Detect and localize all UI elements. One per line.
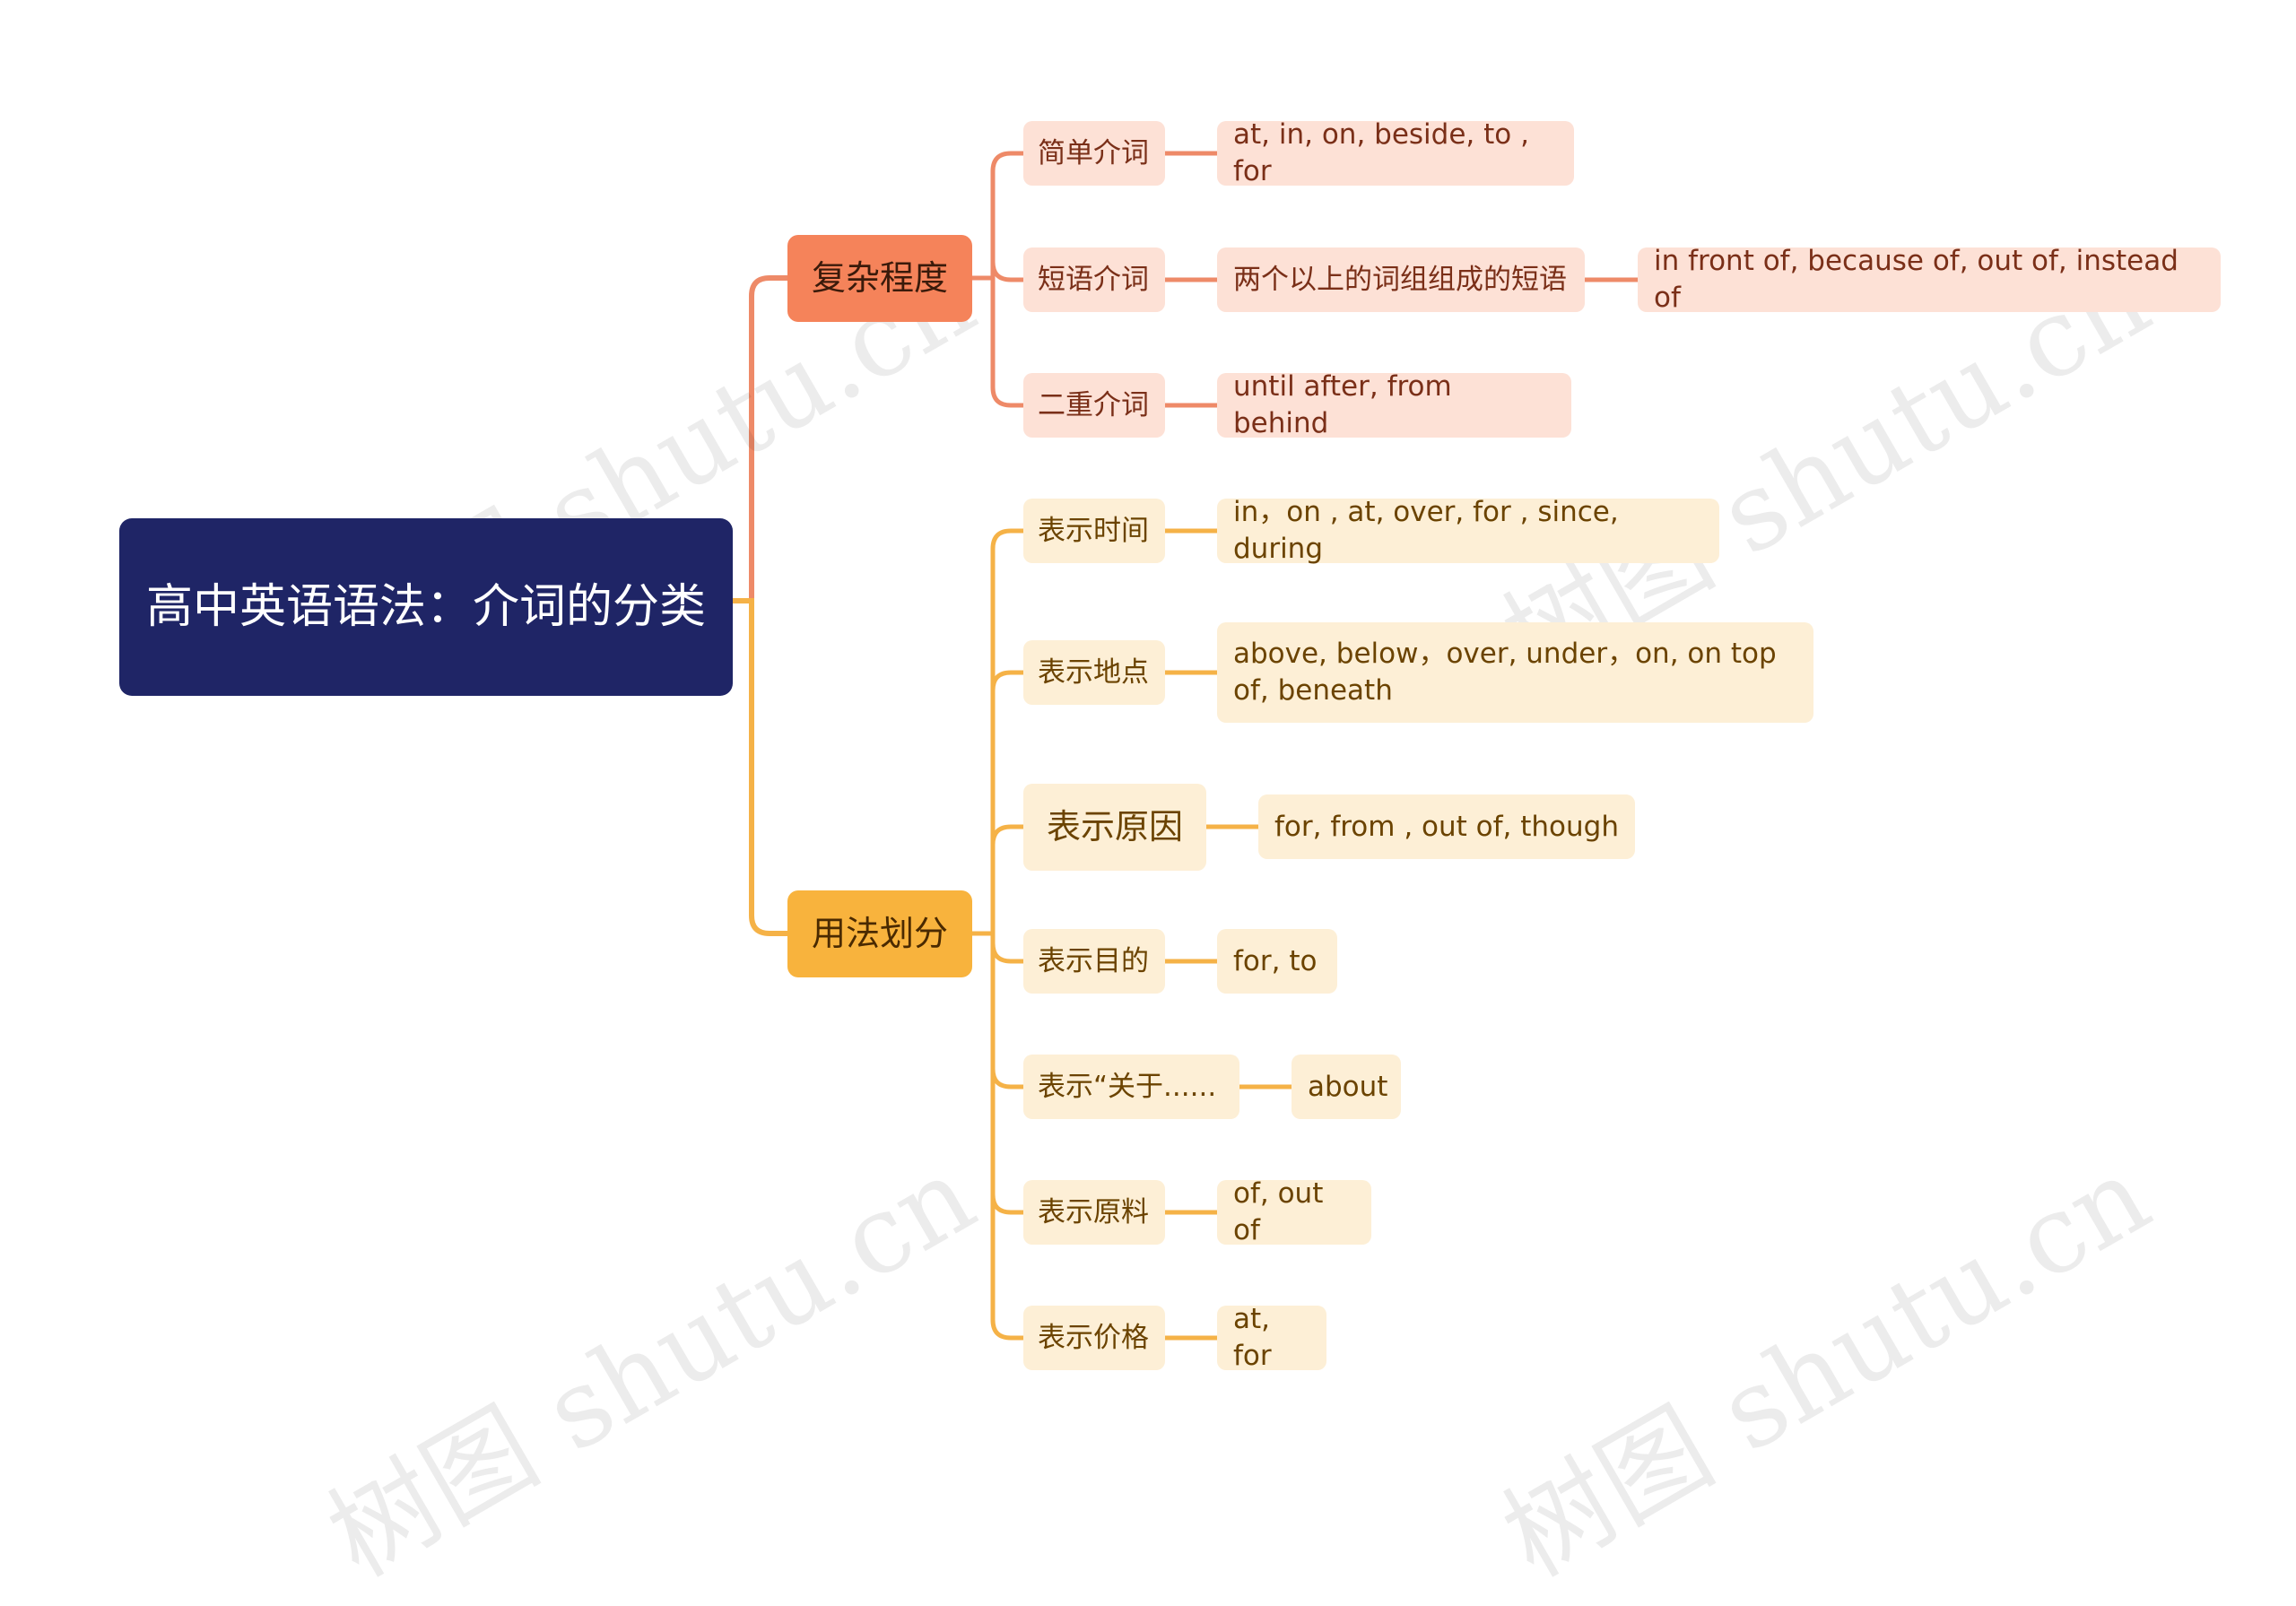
leaf-text: at, for [1233, 1303, 1272, 1372]
leaf-text: at, in, on, beside, to , for [1233, 118, 1529, 187]
topic-label: 表示时间 [1038, 514, 1149, 547]
topic-phrasal-preposition[interactable]: 短语介词 [1023, 247, 1165, 312]
leaf-text: of, out of [1233, 1177, 1324, 1246]
topic-label: 表示目的 [1038, 944, 1149, 977]
leaf-text: until after, from behind [1233, 370, 1452, 439]
leaf-phrasal-definition[interactable]: 两个以上的词组组成的短语 [1217, 247, 1585, 312]
link-complexity-topic [990, 151, 1026, 281]
leaf-material-examples[interactable]: of, out of [1217, 1177, 1371, 1246]
leaf-price-examples[interactable]: at, for [1217, 1303, 1326, 1372]
link-root-usage [730, 598, 790, 936]
topic-simple-preposition[interactable]: 简单介词 [1023, 121, 1165, 186]
topic-time[interactable]: 表示时间 [1023, 499, 1165, 563]
leaf-text: above, below，over, under，on, on top of, … [1233, 638, 1777, 707]
topic-double-preposition[interactable]: 二重介词 [1023, 373, 1165, 438]
link-usage-topic [990, 670, 1026, 936]
leaf-purpose-examples[interactable]: for, to [1217, 929, 1337, 994]
leaf-text: in，on , at, over, for , since, during [1233, 496, 1619, 565]
root-title: 高中英语语法：介词的分类 [146, 579, 707, 634]
topic-material[interactable]: 表示原料 [1023, 1180, 1165, 1245]
leaf-double-examples[interactable]: until after, from behind [1217, 370, 1571, 439]
topic-label: 短语介词 [1038, 263, 1149, 296]
topic-label: 表示“关于...... [1038, 1070, 1217, 1103]
topic-label: 表示价格 [1038, 1321, 1149, 1354]
leaf-text: for, to [1233, 944, 1318, 977]
leaf-place-examples[interactable]: above, below，over, under，on, on top of, … [1217, 622, 1813, 723]
leaf-simple-examples[interactable]: at, in, on, beside, to , for [1217, 118, 1574, 187]
leaf-text: in front of, because of, out of, instead… [1654, 245, 2179, 314]
branch-usage[interactable]: 用法划分 [787, 890, 972, 977]
root-topic[interactable]: 高中英语语法：介词的分类 [119, 518, 733, 696]
leaf-text: for, from , out of, though [1274, 810, 1619, 843]
mindmap-canvas: 树图 shutu.cn 树图 shutu.cn 树图 shutu.cn 树图 s… [119, 118, 2221, 1601]
link-complexity-topic [990, 275, 1026, 408]
leaf-text: about [1308, 1070, 1388, 1103]
link-root-complexity [730, 275, 790, 603]
link-complexity-topic [990, 261, 1026, 282]
topic-reason[interactable]: 表示原因 [1023, 784, 1206, 871]
topic-label: 表示原因 [1046, 807, 1183, 847]
branch-label: 用法划分 [811, 914, 948, 954]
leaf-reason-examples[interactable]: for, from , out of, though [1258, 794, 1635, 859]
connector-lines [730, 151, 1640, 1341]
topic-label: 表示原料 [1038, 1195, 1149, 1228]
branch-complexity[interactable]: 复杂程度 [787, 235, 972, 322]
topic-price[interactable]: 表示价格 [1023, 1306, 1165, 1370]
branch-label: 复杂程度 [811, 258, 948, 299]
link-usage-topic [990, 931, 1026, 964]
topic-label: 简单介词 [1038, 136, 1149, 169]
link-usage-topic [990, 528, 1026, 936]
link-usage-topic [990, 931, 1026, 1215]
topic-label: 表示地点 [1038, 655, 1149, 689]
topic-purpose[interactable]: 表示目的 [1023, 929, 1165, 994]
topic-label: 二重介词 [1038, 388, 1149, 421]
topic-about[interactable]: 表示“关于...... [1023, 1055, 1239, 1119]
link-usage-topic [990, 824, 1026, 936]
leaf-phrasal-examples[interactable]: in front of, because of, out of, instead… [1638, 245, 2221, 314]
leaf-about-examples[interactable]: about [1292, 1055, 1401, 1119]
leaf-time-examples[interactable]: in，on , at, over, for , since, during [1217, 496, 1719, 565]
topic-place[interactable]: 表示地点 [1023, 640, 1165, 705]
link-usage-topic [990, 931, 1026, 1341]
leaf-text: 两个以上的词组组成的短语 [1233, 263, 1567, 296]
